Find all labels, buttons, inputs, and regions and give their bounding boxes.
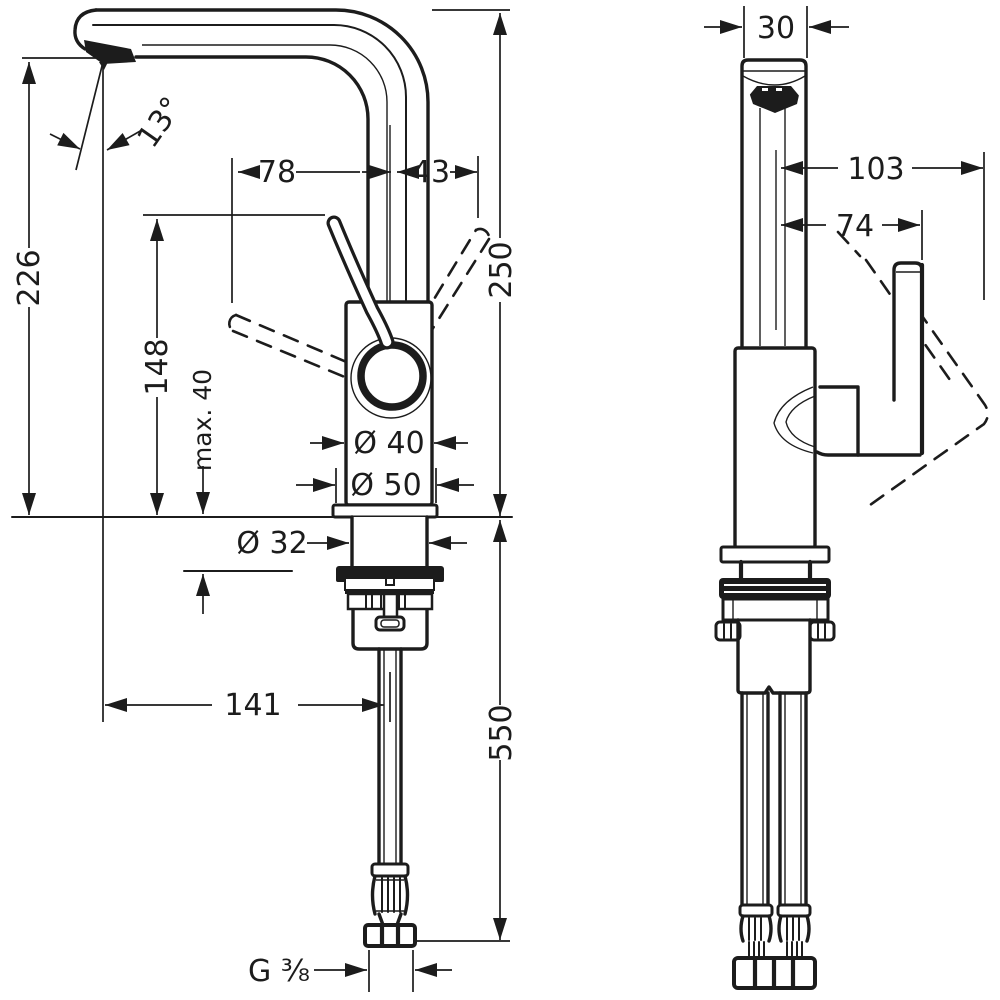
aerator-outlet [84, 40, 136, 64]
mounting-nut [351, 607, 429, 651]
angle-reference-line [75, 61, 104, 171]
dim-label-shank-diameter: Ø 32 [236, 526, 307, 561]
side-spout [740, 58, 808, 350]
dim-label-handle-max-reach: 103 [847, 152, 904, 187]
dim-label-lever-height: 148 [140, 338, 175, 395]
dim-label-swing-back: 43 [412, 155, 450, 190]
mounting-hardware [336, 515, 444, 651]
front-view: 13° 226 148 max. 40 78 43 Ø 40 [11, 8, 519, 992]
dim-label-hose-length: 550 [484, 704, 519, 761]
hose-braid-coupling [370, 874, 410, 916]
mixer-body [326, 215, 439, 519]
side-gasket [719, 578, 831, 599]
dim-label-outlet-height: 226 [12, 249, 47, 306]
dim-label-spout-width: 30 [757, 11, 795, 46]
side-mounting-hardware [714, 559, 836, 695]
dim-label-total-height: 250 [484, 241, 519, 298]
side-view: 30 103 74 [704, 6, 990, 990]
dim-label-handle-reach: 74 [836, 209, 874, 244]
threaded-shank [350, 515, 429, 570]
side-body [719, 346, 831, 564]
side-supply-hoses [732, 691, 817, 990]
lever-ring [357, 341, 427, 411]
dim-label-max-thickness: max. 40 [188, 369, 217, 471]
side-base-plate [719, 545, 831, 564]
side-handle-swing-dashed [836, 230, 990, 507]
side-aerator [747, 86, 801, 113]
side-handle [815, 261, 925, 457]
dim-label-thread: G ³⁄₈ [248, 954, 310, 989]
flange-washer [336, 566, 444, 578]
dim-label-angle: 13° [131, 91, 190, 155]
dim-label-body-diameter: Ø 40 [353, 426, 424, 461]
spout [73, 8, 430, 305]
dim-label-outlet-reach: 141 [224, 688, 281, 723]
base-plate [331, 503, 439, 519]
dim-label-base-diameter: Ø 50 [350, 468, 421, 503]
dimensions-front: 13° 226 148 max. 40 78 43 Ø 40 [12, 9, 519, 992]
dim-label-swing-front: 78 [258, 155, 296, 190]
side-mounting-nut [721, 597, 830, 622]
hose-nut [363, 923, 417, 948]
supply-hose [363, 647, 417, 948]
dimensions-side: 30 103 74 [704, 6, 985, 300]
